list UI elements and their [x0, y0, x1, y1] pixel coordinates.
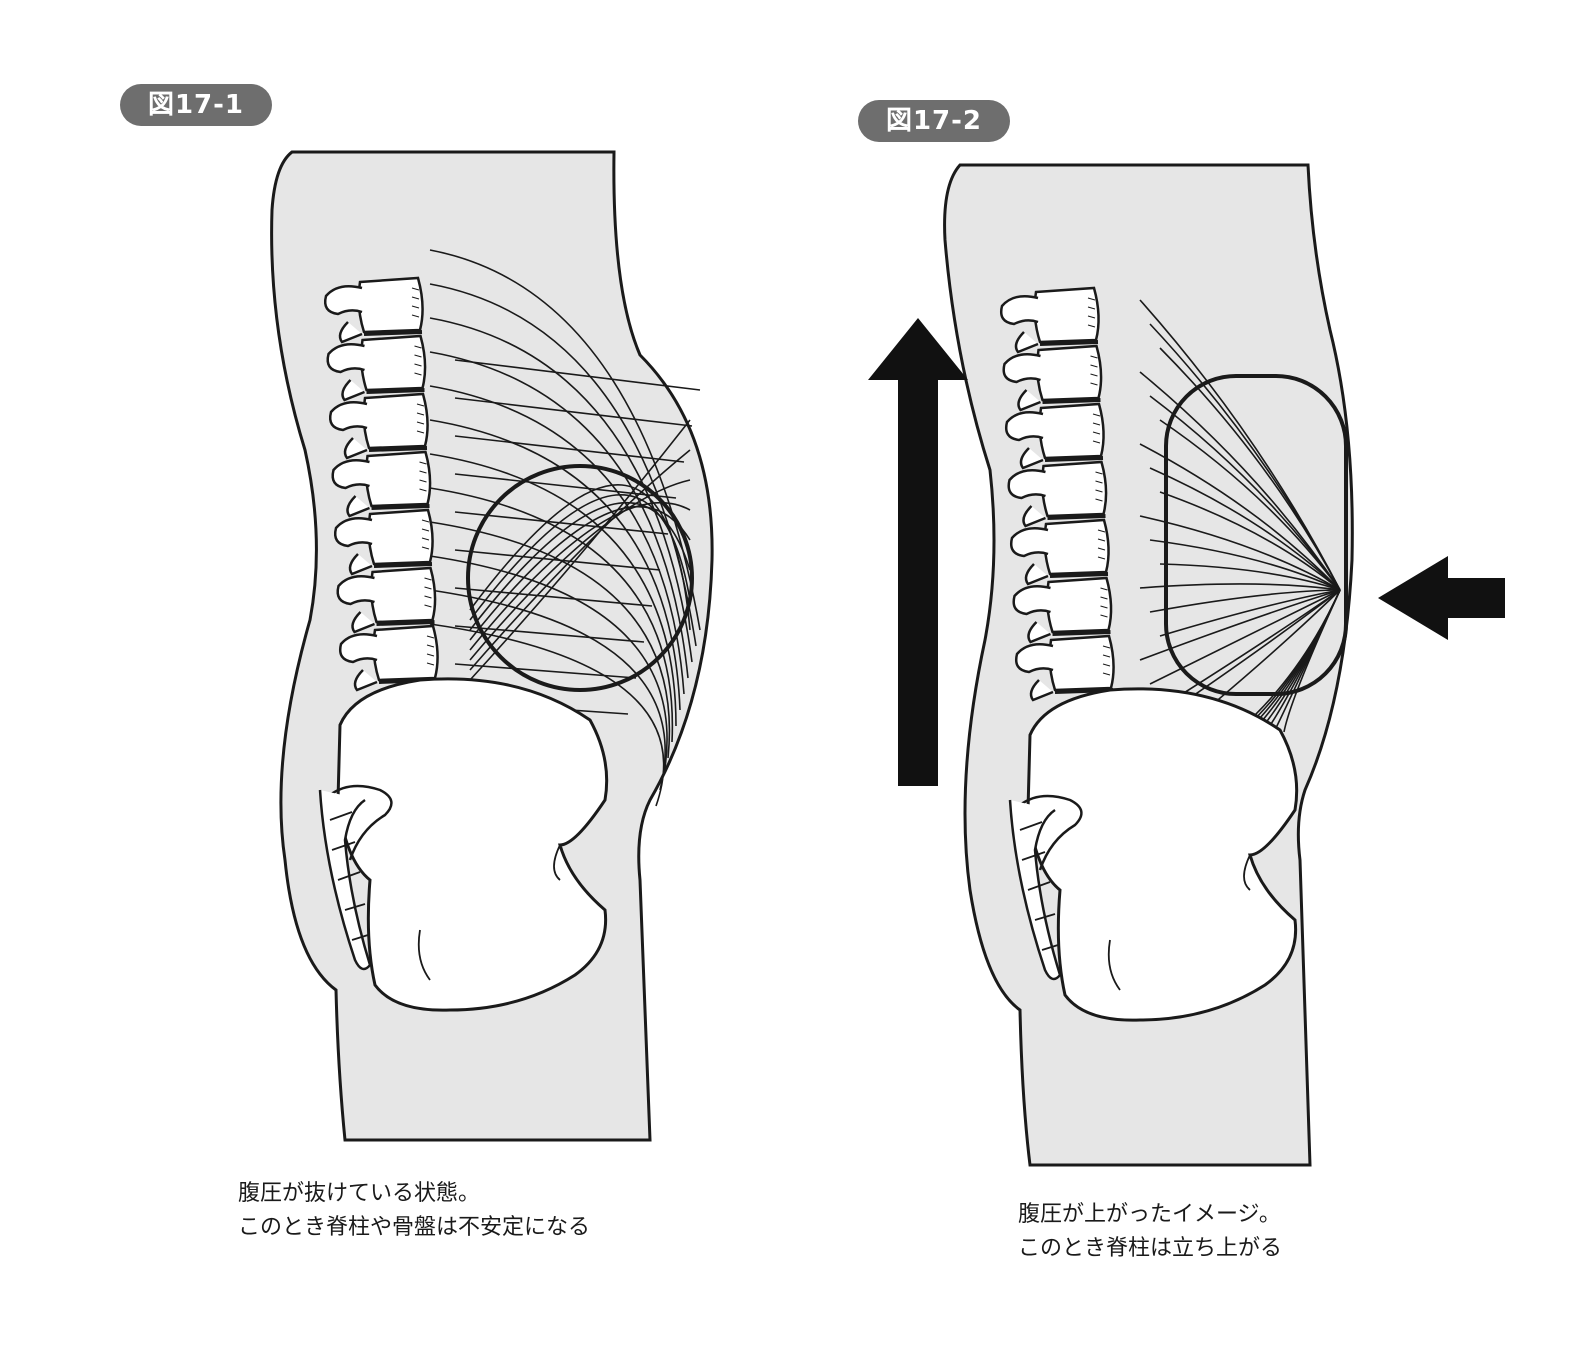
pelvis [336, 677, 609, 1012]
muscle-fiber [454, 435, 685, 463]
muscle-fiber [429, 521, 671, 759]
muscle-fiber [469, 502, 691, 631]
muscle-fiber [429, 487, 674, 743]
muscle-fiber [429, 589, 666, 791]
spinous-process [339, 633, 378, 664]
spine [1000, 286, 1115, 702]
figure-2-caption-line-2: このとき脊柱は立ち上がる [1018, 1236, 1283, 1261]
spinous-process [1010, 527, 1049, 558]
spinous-process [334, 517, 373, 548]
muscle-fiber [429, 317, 693, 663]
vertebra-body [1048, 634, 1115, 692]
muscle-fiber [429, 555, 668, 775]
muscle-fiber [1139, 515, 1341, 591]
arrow-left-icon [1378, 556, 1505, 640]
spinous-process [1000, 295, 1039, 326]
muscle-fiber [1139, 371, 1341, 591]
muscle-fiber [1159, 419, 1341, 591]
muscle-fiber [1149, 589, 1341, 613]
vertebra-body [1035, 344, 1103, 402]
pelvis [1026, 687, 1299, 1022]
spinous-process [1007, 469, 1046, 500]
vertebra-body [1043, 518, 1110, 576]
muscle-fiber [1283, 589, 1341, 733]
muscle-fiber [429, 453, 677, 727]
vertebra-body [1038, 402, 1105, 460]
muscle-fiber [469, 484, 691, 631]
muscle-fiber [454, 625, 645, 643]
sacrum [318, 789, 372, 971]
spine [324, 276, 439, 692]
muscle-fiber [1159, 347, 1341, 591]
muscle-fiber [1149, 589, 1341, 685]
muscle-fiber [454, 663, 637, 679]
figure-2-caption: 腹圧が上がったイメージ。 このとき脊柱は立ち上がる [1018, 1198, 1282, 1266]
spinous-process [336, 575, 375, 606]
muscle-fiber [454, 359, 701, 391]
muscle-fiber [429, 419, 681, 711]
arrow-up-icon [868, 318, 968, 786]
muscle-fiber [429, 249, 701, 631]
muscle-fiber [469, 419, 691, 681]
abdominal-fibers [429, 249, 701, 807]
muscle-fiber [454, 549, 661, 571]
vertebra-body [1045, 576, 1113, 634]
muscle-fiber [429, 385, 685, 695]
muscle-fiber [469, 505, 691, 641]
figure-2-caption-line-1: 腹圧が上がったイメージ。 [1018, 1202, 1281, 1227]
muscle-fiber [454, 511, 669, 535]
figure-2-label: 図17-2 [858, 100, 1010, 142]
muscle-fiber [454, 397, 693, 427]
vertebra-body [1040, 460, 1108, 518]
muscle-fiber [469, 479, 691, 661]
muscle-fiber [1159, 563, 1341, 591]
spinous-process [1002, 353, 1041, 384]
muscle-fiber [1159, 491, 1341, 591]
spinous-process [324, 285, 363, 316]
spinous-process [1005, 411, 1044, 442]
muscle-fiber [1139, 583, 1341, 591]
muscle-fiber [1149, 395, 1341, 591]
spinous-process [1015, 643, 1054, 674]
abdominal-pressure-circle [466, 464, 694, 692]
muscle-fiber [1159, 589, 1341, 637]
muscle-fiber [469, 493, 691, 621]
vertebra-body [1033, 286, 1100, 344]
spinous-process [1012, 585, 1051, 616]
muscle-fiber [1149, 467, 1341, 591]
muscle-fiber [429, 623, 665, 807]
figure-1-caption-line-1: 腹圧が抜けている状態。 [238, 1181, 481, 1206]
muscle-fiber [1139, 443, 1341, 591]
muscle-fiber [1149, 539, 1341, 591]
spinous-process [329, 401, 368, 432]
abdominal-pressure-capsule [1164, 374, 1348, 696]
spinous-process [326, 343, 365, 374]
muscle-fiber [469, 449, 691, 671]
figure-1-caption-line-2: このとき脊柱や骨盤は不安定になる [238, 1215, 591, 1240]
figure-1-caption: 腹圧が抜けている状態。 このとき脊柱や骨盤は不安定になる [238, 1177, 590, 1245]
muscle-fiber [469, 501, 691, 651]
spinous-process [331, 459, 370, 490]
figure-1-label: 図17-1 [120, 84, 272, 126]
sacrum [1008, 799, 1062, 981]
muscle-fiber [454, 587, 653, 607]
